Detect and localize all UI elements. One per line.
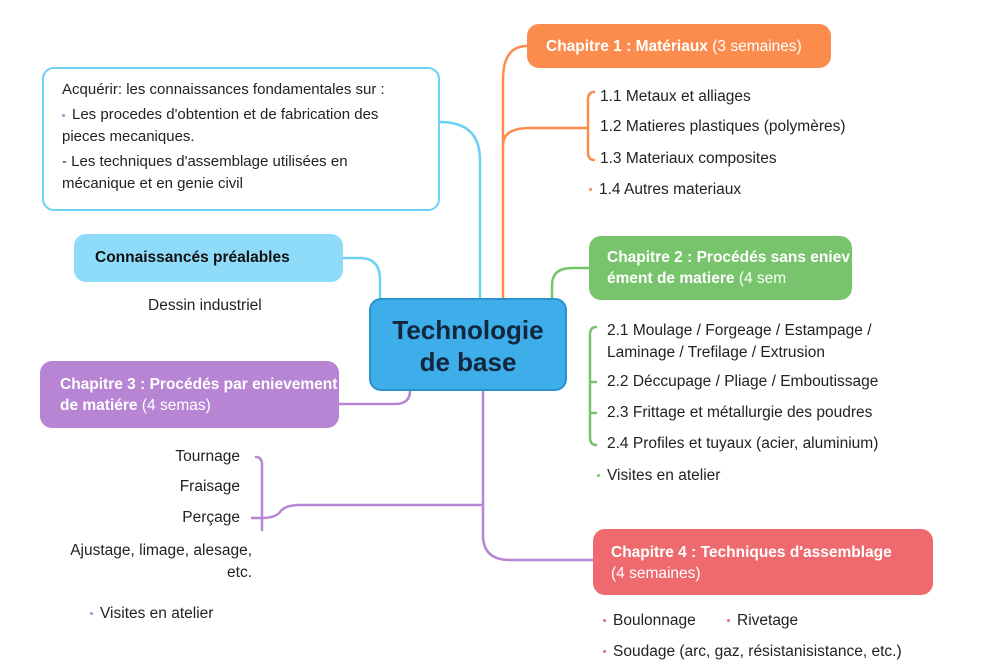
link-goals	[438, 120, 482, 300]
ch2-node[interactable]: Chapitre 2 : Procédés sans eniev​ément d…	[589, 236, 852, 300]
bullet-icon	[603, 650, 606, 654]
bullet-icon	[90, 612, 93, 616]
link-ch1-items	[501, 126, 590, 147]
center-node[interactable]: Technologie de base	[369, 298, 567, 391]
ch2-item: 2.1 Moulage / Forgeage / Estampage / Lam…	[607, 322, 872, 361]
ch2-item: 2.3 Frittage et métallurgie des poudres	[607, 404, 873, 421]
ch1-item: 1.1 Metaux et alliages	[600, 88, 751, 105]
bracket-ch1	[586, 90, 596, 162]
prereq-item: Dessin industriel	[148, 297, 262, 314]
ch3-item: Ajustage, limage, alesage, etc.	[70, 542, 252, 581]
ch1-node[interactable]: Chapitre 1 : Matériaux (3 semaines)	[527, 24, 831, 68]
bracket-ch3	[254, 455, 264, 532]
link-ch2	[550, 266, 591, 300]
ch4-item: Soudage (arc, gaz, résistanisistance, et…	[603, 643, 902, 661]
ch2-item: 2.4 Profiles et tuyaux (acier, aluminium…	[607, 435, 879, 452]
ch4-node[interactable]: Chapitre 4 : Techniques d'assemblage (4 …	[593, 529, 933, 595]
ch3-node[interactable]: Chapitre 3 : Procédés par enievement de …	[40, 361, 339, 428]
ch1-item: 1.2 Matieres plastiques (polymères)	[600, 118, 846, 135]
ch3-item: Visites en atelier	[90, 605, 213, 623]
bracket-ch2	[588, 325, 598, 447]
ch4-item: Rivetage	[727, 612, 798, 630]
ch2-item: 2.2 Déccupage / Pliage / Emboutissage	[607, 373, 879, 390]
goals-box[interactable]: Acquérir: les connaissances fondamentale…	[42, 67, 440, 211]
goals-item: Les procedes d'obtention et de fabricati…	[62, 106, 379, 145]
ch3-item: Tournage	[175, 448, 240, 465]
ch1-item: 1.3 Materiaux composites	[600, 150, 777, 167]
goals-item: - Les techniques d'assemblage utilisées …	[62, 153, 348, 192]
link-ch3	[337, 389, 412, 406]
bullet-icon	[727, 619, 730, 623]
bullet-icon	[597, 474, 600, 478]
bullet-icon	[62, 113, 65, 117]
bullet-icon	[589, 188, 592, 192]
link-prereq	[341, 256, 382, 300]
prereq-node[interactable]: Connaissancés préalables	[74, 234, 343, 282]
ch3-item: Perçage	[182, 509, 240, 526]
link-ch4	[481, 503, 595, 562]
ch3-item: Fraisage	[179, 478, 240, 495]
link-ch1	[501, 44, 529, 300]
ch2-item: Visites en atelier	[597, 467, 720, 485]
bullet-icon	[603, 619, 606, 623]
link-ch3-items	[250, 389, 485, 520]
ch4-item: Boulonnage	[603, 612, 696, 630]
ch1-item: 1.4 Autres materiaux	[589, 181, 741, 199]
